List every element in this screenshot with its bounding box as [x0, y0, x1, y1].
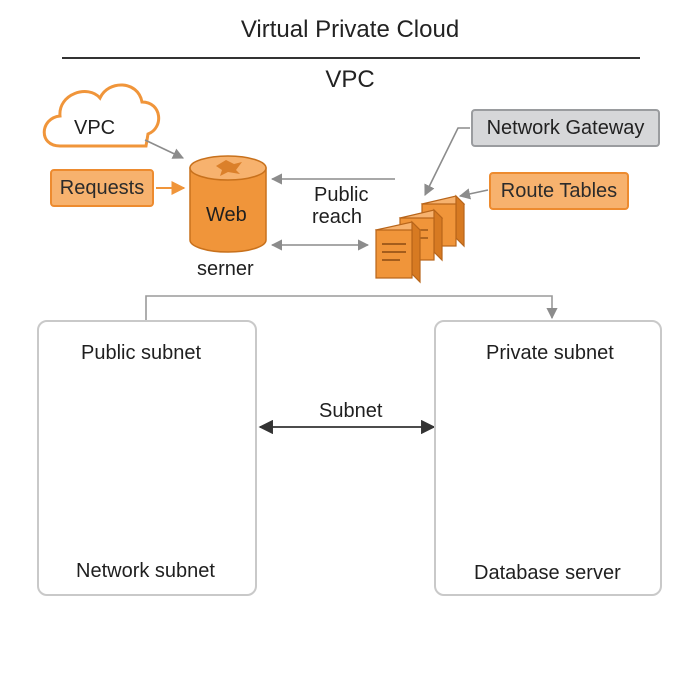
public-subnet-box [37, 320, 257, 596]
private-subnet-caption: Database server [474, 562, 621, 584]
diagram-subtitle: VPC [325, 66, 375, 93]
network-gateway-connector [424, 127, 470, 197]
private-subnet-title: Private subnet [486, 342, 614, 364]
subnet-link-label: Subnet [319, 400, 383, 422]
public-reach-label-line1: Public [314, 184, 369, 206]
public-subnet-title: Public subnet [81, 342, 202, 364]
requests-callout: Requests [50, 169, 154, 207]
route-tables-callout: Route Tables [489, 172, 629, 210]
cloud-to-web-arrow [144, 139, 185, 159]
cylinder-server-icon [189, 155, 267, 253]
vpc-to-private-subnet-connector [145, 295, 558, 320]
cloud-icon [42, 83, 160, 148]
public-subnet-caption: Network subnet [76, 560, 215, 582]
cloud-label: VPC [74, 117, 116, 139]
title-divider [62, 57, 640, 59]
private-subnet-box [434, 320, 662, 596]
web-server-caption: serner [197, 258, 254, 280]
stacked-documents-icon [374, 194, 466, 284]
route-tables-connector [458, 188, 489, 200]
network-gateway-callout: Network Gateway [471, 109, 660, 147]
public-reach-label-line2: reach [312, 206, 363, 228]
diagram-title: Virtual Private Cloud [240, 16, 460, 43]
web-server-label: Web [206, 204, 247, 226]
